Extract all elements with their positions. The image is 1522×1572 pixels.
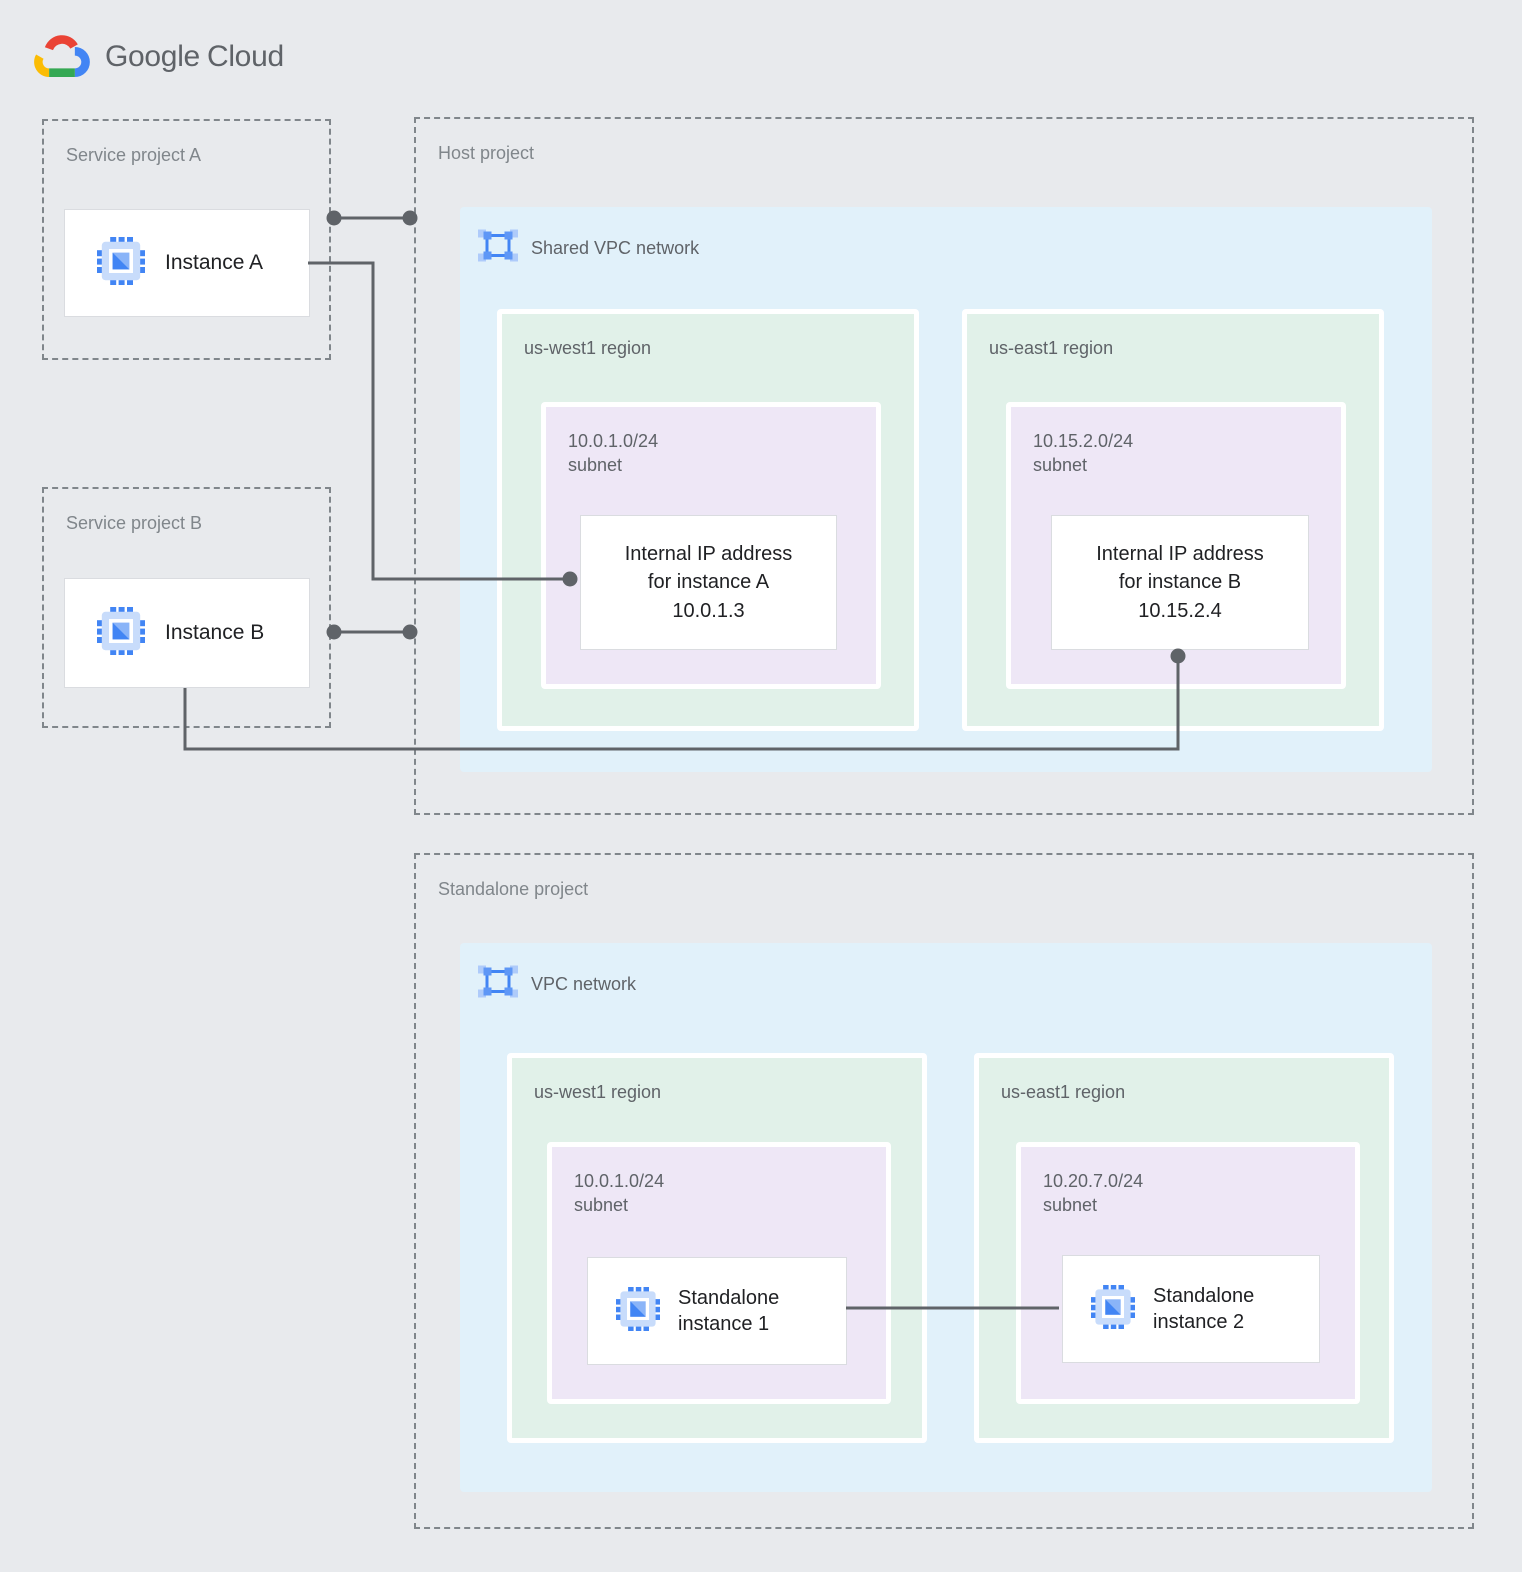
shared-vpc-network-label: Shared VPC network [531,238,700,258]
standalone-subnet-2-box: 10.20.7.0/24 subnet [1016,1142,1360,1404]
standalone-us-east1-region-box: us-east1 region 10.20.7.0/24 subnet [974,1053,1394,1443]
compute-engine-icon [616,1286,660,1336]
compute-engine-icon [97,236,145,290]
service-project-a-label: Service project A [66,145,202,165]
vpc-network-label: VPC network [531,974,637,994]
internal-ip-instance-a-box: Internal IP address for instance A 10.0.… [580,515,837,650]
standalone-us-east1-region-label: us-east1 region [1001,1082,1126,1102]
instance-a-label: Instance A [165,251,264,274]
standalone-instance-1-node: Standalone instance 1 [587,1257,847,1365]
host-project-box: Host project Sh [414,117,1474,815]
internal-ip-instance-b-box: Internal IP address for instance B 10.15… [1051,515,1309,650]
instance-b-label: Instance B [165,621,265,644]
standalone-us-west1-region-box: us-west1 region 10.0.1.0/24 subnet [507,1053,927,1443]
host-us-east1-region-box: us-east1 region 10.15.2.0/24 subnet Inte… [962,309,1384,731]
host-project-label: Host project [438,143,535,163]
host-subnet-b-box: 10.15.2.0/24 subnet Internal IP address … [1006,402,1346,689]
host-us-east1-region-label: us-east1 region [989,338,1114,358]
google-cloud-cloud-icon [34,32,90,82]
vpc-network-icon [478,229,518,268]
host-subnet-b-label: 10.15.2.0/24 subnet [1033,431,1134,476]
standalone-us-west1-region-label: us-west1 region [534,1082,662,1102]
vpc-network-box: VPC network us-west1 region 10.0.1.0/24 … [460,943,1432,1492]
host-subnet-a-box: 10.0.1.0/24 subnet Internal IP address f… [541,402,881,689]
instance-a-node: Instance A [64,209,310,317]
service-project-a-box: Service project A Instance A [42,119,331,360]
standalone-project-label: Standalone project [438,879,589,899]
standalone-instance-2-node: Standalone instance 2 [1062,1255,1320,1363]
shared-vpc-network-header: Shared VPC network [478,229,699,268]
compute-engine-icon [1091,1284,1135,1334]
service-project-b-box: Service project B Instance B [42,487,331,728]
standalone-subnet-2-label: 10.20.7.0/24 subnet [1043,1171,1144,1216]
service-project-b-label: Service project B [66,513,203,533]
host-us-west1-region-label: us-west1 region [524,338,652,358]
vpc-network-icon [478,965,518,1004]
vpc-network-header: VPC network [478,965,636,1004]
standalone-project-box: Standalone project [414,853,1474,1529]
instance-b-node: Instance B [64,578,310,688]
standalone-subnet-1-label: 10.0.1.0/24 subnet [574,1171,665,1216]
host-subnet-a-label: 10.0.1.0/24 subnet [568,431,659,476]
compute-engine-icon [97,606,145,660]
standalone-instance-1-label: Standalone instance 1 [678,1287,780,1335]
host-us-west1-region-box: us-west1 region 10.0.1.0/24 subnet Inter… [497,309,919,731]
standalone-instance-2-label: Standalone instance 2 [1153,1285,1255,1333]
standalone-subnet-1-box: 10.0.1.0/24 subnet [547,1142,891,1404]
shared-vpc-network-box: Shared VPC network us-west1 region 10.0.… [460,207,1432,772]
